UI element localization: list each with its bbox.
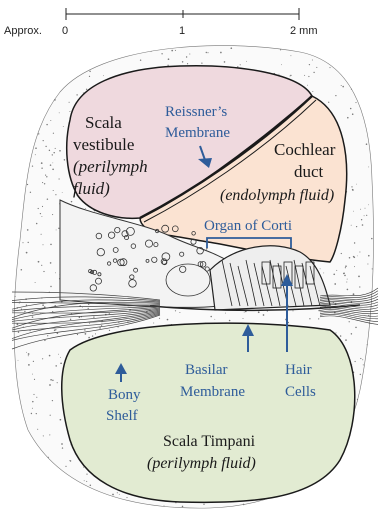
label-scala-timpani-fluid: (perilymph fluid) — [147, 455, 256, 472]
label-reissners-2: Membrane — [165, 125, 230, 141]
scale-bar: Approx. 0 1 2 mm — [4, 8, 318, 37]
label-cochlear-duct-fluid: (endolymph fluid) — [220, 187, 334, 204]
label-bony-shelf-2: Shelf — [106, 408, 138, 424]
label-reissners-1: Reissner’s — [165, 104, 227, 120]
label-organ-of-corti: Organ of Corti — [204, 218, 292, 234]
scale-prefix: Approx. — [4, 25, 42, 37]
label-scala-vestibule-1: Scala — [85, 113, 122, 132]
label-basilar-1: Basilar — [185, 362, 228, 378]
label-cochlear-duct-1: Cochlear — [274, 140, 336, 159]
label-scala-vestibule-fluid-1: (perilymph — [73, 157, 148, 176]
label-hair-cells-2: Cells — [285, 384, 316, 400]
label-scala-timpani: Scala Timpani — [163, 433, 256, 450]
label-hair-cells-1: Hair — [285, 362, 312, 378]
label-bony-shelf-1: Bony — [108, 387, 141, 403]
label-basilar-2: Membrane — [180, 384, 245, 400]
label-scala-vestibule-2: vestibule — [73, 135, 134, 154]
label-scala-vestibule-fluid-2: fluid) — [73, 179, 110, 198]
label-cochlear-duct-2: duct — [294, 162, 324, 181]
scale-tick-0: 0 — [62, 25, 68, 37]
scale-tick-2: 2 mm — [290, 25, 318, 37]
scale-tick-1: 1 — [179, 25, 185, 37]
